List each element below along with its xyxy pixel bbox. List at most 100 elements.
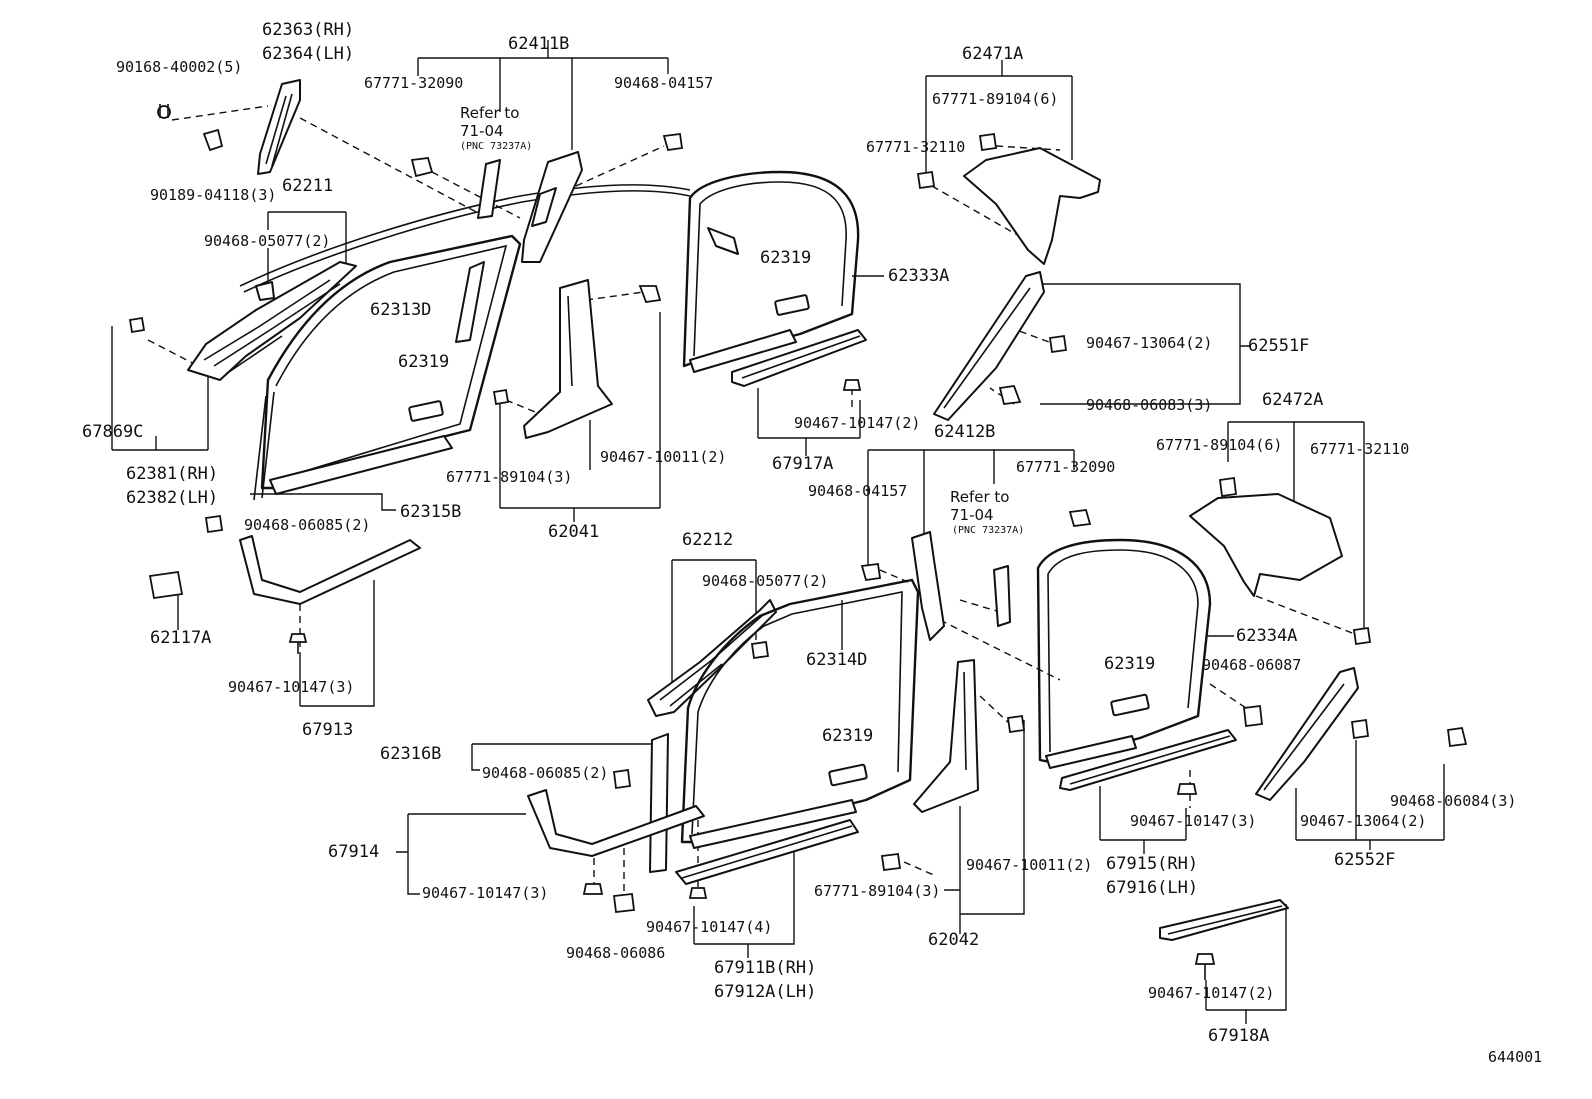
label-62315B: 62315B <box>400 502 462 522</box>
label-90467-13064-b: 90467-13064(2) <box>1300 812 1427 830</box>
pillar-strip-62363 <box>257 79 301 175</box>
screw-90168 <box>157 105 171 119</box>
label-67869C: 67869C <box>82 422 144 442</box>
label-67771-89104-c: 67771-89104(6) <box>1156 436 1283 454</box>
refer-page-b: 71-04 <box>950 506 994 524</box>
label-62382: 62382(LH) <box>126 488 219 508</box>
label-62319-d: 62319 <box>1104 654 1156 674</box>
label-67914: 67914 <box>328 842 380 862</box>
quarter-trim-62471A <box>963 147 1101 265</box>
center-pillar-62041 <box>523 279 613 439</box>
label-90168-40002: 90168-40002(5) <box>116 58 243 76</box>
label-62381: 62381(RH) <box>126 464 219 484</box>
refer-page-a: 71-04 <box>460 122 504 140</box>
clip-90468-06086 <box>612 893 636 913</box>
refer-text-a: Refer to <box>460 104 520 122</box>
front-door-weatherstrip-62313D <box>260 234 522 490</box>
clip-90467-13064 <box>1048 334 1068 354</box>
clip-62117A <box>148 570 184 600</box>
front-door-weatherstrip-62314D <box>680 578 920 844</box>
label-67771-89104-b: 67771-89104(6) <box>932 90 1059 108</box>
label-62551F: 62551F <box>1248 336 1310 356</box>
label-90468-06087: 90468-06087 <box>1202 656 1302 674</box>
clip-90468-06083 <box>998 385 1022 405</box>
label-62412B: 62412B <box>934 422 996 442</box>
upper-pillar-62411B <box>521 151 583 263</box>
refer-pnc-a: (PNC 73237A) <box>460 141 533 152</box>
label-62333A: 62333A <box>888 266 950 286</box>
clip-67771-32090-b <box>1068 509 1092 527</box>
label-67918A: 67918A <box>1208 1026 1270 1046</box>
scuff-67913 <box>239 535 421 605</box>
label-62211: 62211 <box>282 176 334 196</box>
clip-90468-06087 <box>1243 704 1263 728</box>
scuff-67914 <box>527 789 705 857</box>
leader-lines <box>111 40 1445 1024</box>
label-62411B: 62411B <box>508 34 570 54</box>
label-67916: 67916(LH) <box>1106 878 1199 898</box>
pad-62319-a <box>408 400 444 422</box>
label-62471A: 62471A <box>962 44 1024 64</box>
label-90467-10147-e: 90467-10147(3) <box>1130 812 1257 830</box>
label-90468-06085-b: 90468-06085(2) <box>482 764 609 782</box>
label-67912A: 67912A(LH) <box>714 982 817 1002</box>
label-90467-10147-f: 90467-10147(2) <box>1148 984 1275 1002</box>
label-90468-06083: 90468-06083(3) <box>1086 396 1213 414</box>
rivet-left <box>288 633 308 643</box>
label-90467-13064-a: 90467-13064(2) <box>1086 334 1213 352</box>
label-62319-b: 62319 <box>760 248 812 268</box>
label-90467-10147-c: 90467-10147(3) <box>422 884 549 902</box>
refer-pnc-b: (PNC 73237A) <box>952 525 1025 536</box>
label-90468-06084: 90468-06084(3) <box>1390 792 1517 810</box>
label-67771-32090-b: 67771-32090 <box>1016 458 1116 476</box>
rear-door-weatherstrip-62333A <box>682 170 860 368</box>
label-67911B: 67911B(RH) <box>714 958 817 978</box>
center-pillar-62042 <box>913 659 979 813</box>
pad-62319-d <box>1110 693 1150 717</box>
label-62042: 62042 <box>928 930 980 950</box>
label-67917A: 67917A <box>772 454 834 474</box>
clip-90468-06085 <box>204 514 224 534</box>
label-62552F: 62552F <box>1334 850 1396 870</box>
label-67771-32090-a: 67771-32090 <box>364 74 464 92</box>
clip-67771-32110 <box>916 170 936 190</box>
label-90468-06086: 90468-06086 <box>566 944 666 962</box>
label-90468-04157-b: 90468-04157 <box>808 482 908 500</box>
label-90468-05077-b: 90468-05077(2) <box>702 572 829 590</box>
label-62212: 62212 <box>682 530 734 550</box>
clip-67771-89104 <box>492 388 510 406</box>
clip-67771-32090 <box>410 157 434 178</box>
clip-90468-06084 <box>1446 726 1468 748</box>
label-62041: 62041 <box>548 522 600 542</box>
assembly-dashes <box>147 105 1361 896</box>
label-67915: 67915(RH) <box>1106 854 1199 874</box>
label-62117A: 62117A <box>150 628 212 648</box>
label-62313D: 62313D <box>370 300 432 320</box>
label-62364: 62364(LH) <box>262 44 355 64</box>
label-67771-89104-d: 67771-89104(3) <box>814 882 941 900</box>
label-90189-04118: 90189-04118(3) <box>150 186 277 204</box>
label-67771-32110-b: 67771-32110 <box>1310 440 1410 458</box>
label-62314D: 62314D <box>806 650 868 670</box>
quarter-trim-62472A <box>1189 493 1343 597</box>
clip-90189 <box>202 128 224 152</box>
clip-90468-04157 <box>662 132 684 152</box>
refer-text-b: Refer to <box>950 488 1010 506</box>
label-90468-06085-a: 90468-06085(2) <box>244 516 371 534</box>
diagram-id: 644001 <box>1488 1048 1543 1066</box>
pad-62319-c <box>828 763 868 787</box>
label-62334A: 62334A <box>1236 626 1298 646</box>
rear-door-weatherstrip-62334A <box>1036 538 1212 764</box>
pad-62319-b <box>774 294 810 316</box>
label-90468-05077-a: 90468-05077(2) <box>204 232 331 250</box>
label-62316B: 62316B <box>380 744 442 764</box>
label-90467-10147-a: 90467-10147(3) <box>228 678 355 696</box>
label-90468-04157-a: 90468-04157 <box>614 74 714 92</box>
bolt-67869C <box>128 316 146 334</box>
pillar-62412B <box>911 531 945 641</box>
label-67771-89104-a: 67771-89104(3) <box>446 468 573 486</box>
label-62363: 62363(RH) <box>262 20 355 40</box>
strip-62316B <box>649 733 669 873</box>
